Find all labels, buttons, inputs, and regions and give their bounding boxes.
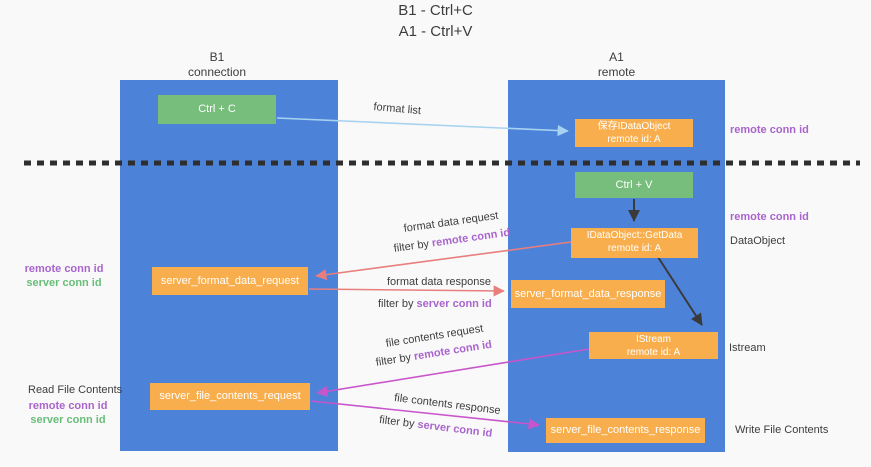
server-conn-id-text: server conn id <box>416 298 492 310</box>
left-remote-conn-id-label-2: remote conn id <box>28 400 108 412</box>
right-column-header: A1 remote <box>508 50 725 80</box>
left-conn-id-group-2: remote conn id server conn id <box>26 399 110 427</box>
getdata-title: IDataObject::GetData <box>586 230 683 241</box>
title-line-1: B1 - Ctrl+C <box>398 2 473 19</box>
format-data-response-arrow <box>308 285 505 297</box>
diagram-title: B1 - Ctrl+C A1 - Ctrl+V <box>0 0 871 42</box>
istream-side-label: Istream <box>729 342 766 354</box>
right-column-name: A1 <box>609 50 624 64</box>
getdata-remote-id: remote id: A <box>607 243 662 254</box>
left-conn-id-group-1: remote conn id server conn id <box>22 262 106 290</box>
dataobject-label: DataObject <box>730 235 786 247</box>
filter-by-text: filter by <box>378 298 417 310</box>
save-idataobject-title: 保存IDataObject <box>597 121 671 132</box>
idataobject-getdata-box: IDataObject::GetData remote id: A <box>571 228 698 258</box>
right-remote-conn-id-label-2: remote conn id <box>730 211 809 223</box>
left-column-header: B1 connection <box>108 50 326 80</box>
istream-title: IStream <box>635 334 671 345</box>
file-contents-request-arrow <box>316 348 590 397</box>
format-list-arrow <box>276 117 569 137</box>
file-contents-response-arrow <box>310 400 540 430</box>
istream-box: IStream remote id: A <box>589 332 718 359</box>
left-column-subtitle: connection <box>187 65 247 79</box>
write-file-contents-label: Write File Contents <box>735 424 829 436</box>
format-data-request-arrow <box>315 241 572 281</box>
getdata-to-istream-arrow <box>657 256 703 326</box>
right-remote-conn-id-label-1: remote conn id <box>730 124 809 136</box>
server-format-data-request-box: server_format_data_request <box>152 267 308 295</box>
title-line-2: A1 - Ctrl+V <box>398 23 473 40</box>
server-file-contents-response-box: server_file_contents_response <box>546 418 705 443</box>
server-format-data-response-box: server_format_data_response <box>511 280 665 308</box>
save-idataobject-remote-id: remote id: A <box>607 134 661 145</box>
right-column-subtitle: remote <box>597 65 636 79</box>
filter-by-server-conn-id-label-1: filter by server conn id <box>378 298 492 310</box>
read-file-contents-label: Read File Contents <box>28 384 123 396</box>
istream-remote-id: remote id: A <box>626 347 681 358</box>
ctrl-c-box: Ctrl + C <box>158 95 276 124</box>
format-data-response-label: format data response <box>387 276 491 288</box>
save-idataobject-box: 保存IDataObject remote id: A <box>575 119 693 147</box>
ctrl-v-box: Ctrl + V <box>575 172 693 198</box>
left-column-name: B1 <box>209 50 225 64</box>
server-file-contents-request-box: server_file_contents_request <box>150 383 310 410</box>
left-remote-conn-id-label-1: remote conn id <box>24 263 104 275</box>
left-server-conn-id-label-2: server conn id <box>30 414 106 426</box>
left-server-conn-id-label-1: server conn id <box>26 277 102 289</box>
